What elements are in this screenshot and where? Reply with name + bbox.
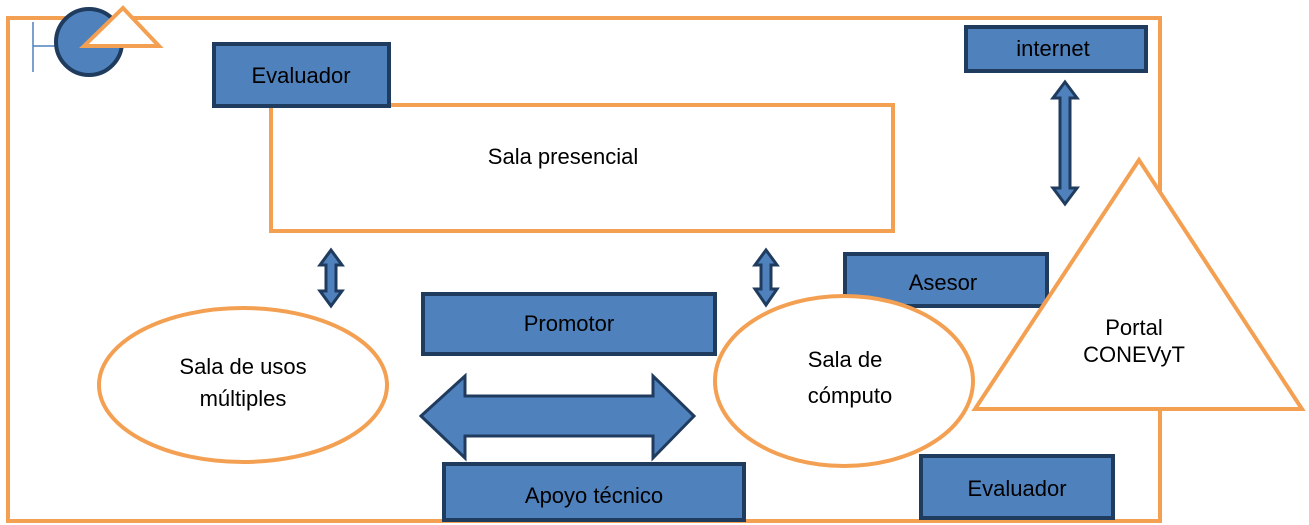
presencial-usos-arrow (317, 247, 345, 309)
usos-computo-arrow (418, 372, 697, 462)
presencial-computo-arrow (752, 247, 780, 308)
internet-label: internet (1016, 36, 1089, 61)
promotor-label: Promotor (524, 311, 614, 336)
sala-presencial-label: Sala presencial (488, 144, 638, 169)
internet-portal-arrow (1050, 79, 1080, 207)
portal-line2: CONEVyT (1083, 342, 1185, 367)
sala-usos-line2: múltiples (200, 386, 287, 411)
evaluador-top-label: Evaluador (251, 63, 350, 88)
apoyo-tecnico-box (442, 462, 746, 522)
sala-usos-multiples-room (97, 306, 389, 464)
asesor-label: Asesor (909, 270, 977, 295)
evaluador-top-box (212, 42, 391, 108)
sala-usos-line1: Sala de usos (179, 354, 306, 379)
portal-line1: Portal (1105, 315, 1162, 340)
sala-presencial-room (269, 103, 895, 233)
evaluador-bottom-box (919, 454, 1115, 520)
asesor-box (843, 252, 1049, 308)
sala-computo-line2: cómputo (808, 383, 892, 408)
evaluador-bottom-label: Evaluador (967, 476, 1066, 501)
sala-computo-line1: Sala de (808, 347, 883, 372)
circle-triangle-logo-icon (32, 5, 164, 77)
apoyo-tecnico-label: Apoyo técnico (525, 483, 663, 508)
internet-box (964, 25, 1148, 73)
promotor-box (421, 292, 717, 356)
portal-conevyt-triangle (971, 156, 1306, 411)
sala-computo-room (713, 294, 975, 468)
